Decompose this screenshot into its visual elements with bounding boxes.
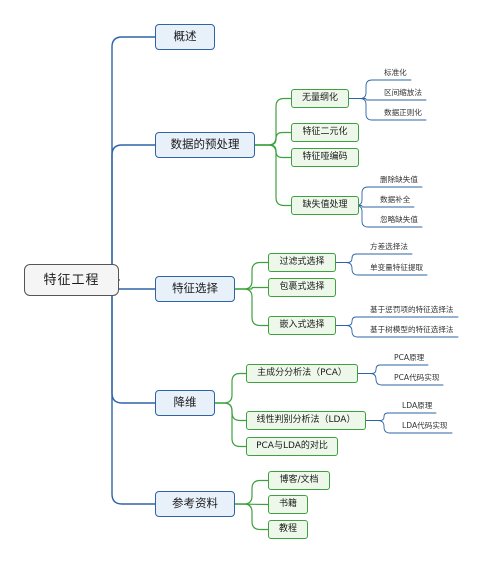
connector-node-wrapper-selection — [234, 286, 269, 290]
connector-leaf-univariate-extraction — [335, 262, 363, 276]
connector-leaf-pca-theory — [357, 364, 387, 374]
node-missing-values[interactable]: 缺失值处理 — [291, 196, 359, 215]
leaf-normalization[interactable]: 数据正则化 — [384, 108, 422, 118]
branch-overview[interactable]: 概述 — [155, 24, 215, 50]
connector-root-branch-dimensionality-reduction — [101, 279, 156, 404]
node-embedded-selection[interactable]: 嵌入式选择 — [268, 316, 336, 335]
connector-node-nondimensionalization — [254, 97, 292, 146]
connector-root-branch-overview — [101, 36, 156, 281]
connector-root-branch-preprocessing — [101, 144, 156, 281]
leaf-standardization[interactable]: 标准化 — [384, 68, 407, 78]
leaf-data-imputation[interactable]: 数据补全 — [380, 195, 411, 205]
connector-node-embedded-selection — [234, 288, 269, 327]
connector-leaf-variance-selection — [335, 253, 363, 263]
connector-leaf-penalty-based — [335, 316, 363, 326]
branch-feature-selection[interactable]: 特征选择 — [155, 276, 235, 302]
branch-references[interactable]: 参考资料 — [155, 491, 235, 517]
branch-dimensionality-reduction[interactable]: 降维 — [155, 390, 215, 416]
node-blogs-docs[interactable]: 博客/文档 — [268, 471, 330, 490]
node-tutorials[interactable]: 教程 — [268, 520, 308, 539]
leaf-tree-based[interactable]: 基于树模型的特征选择法 — [370, 325, 454, 335]
leaf-lda-code[interactable]: LDA代码实现 — [402, 421, 448, 431]
leaf-interval-scaling[interactable]: 区间缩放法 — [384, 88, 422, 98]
node-binarization[interactable]: 特征二元化 — [291, 123, 359, 142]
connector-leaf-tree-based — [335, 325, 363, 338]
node-lda[interactable]: 线性判别分析法（LDA） — [246, 411, 366, 430]
node-pca[interactable]: 主成分分析法（PCA） — [246, 364, 358, 383]
connector-node-pca — [214, 372, 247, 404]
leaf-ignore-missing[interactable]: 忽略缺失值 — [380, 215, 418, 225]
connector-root-branch-references — [101, 279, 156, 505]
node-wrapper-selection[interactable]: 包裹式选择 — [268, 278, 336, 297]
connector-leaf-normalization — [348, 98, 377, 121]
node-books[interactable]: 书籍 — [268, 495, 308, 514]
leaf-penalty-based[interactable]: 基于惩罚项的特征选择法 — [370, 305, 454, 315]
node-pca-vs-lda[interactable]: PCA与LDA的对比 — [246, 437, 338, 456]
branch-preprocessing[interactable]: 数据的预处理 — [155, 132, 255, 158]
connector-leaf-lda-theory — [365, 412, 395, 421]
connector-node-blogs-docs — [234, 479, 269, 505]
connector-leaf-lda-code — [365, 420, 395, 434]
connector-node-missing-values — [254, 144, 292, 207]
connector-leaf-pca-code — [357, 373, 387, 386]
node-dummy-encoding[interactable]: 特征哑编码 — [291, 148, 359, 167]
leaf-lda-theory[interactable]: LDA原理 — [402, 401, 433, 411]
connector-node-pca-vs-lda — [214, 402, 247, 448]
leaf-variance-selection[interactable]: 方差选择法 — [370, 242, 408, 252]
connector-leaf-standardization — [348, 79, 377, 99]
node-nondimensionalization[interactable]: 无量纲化 — [291, 89, 349, 108]
node-filter-selection[interactable]: 过滤式选择 — [268, 253, 336, 272]
root-node[interactable]: 特征工程 — [24, 264, 119, 296]
leaf-pca-theory[interactable]: PCA原理 — [394, 353, 425, 363]
connector-leaf-interval-scaling — [348, 98, 377, 101]
connector-node-filter-selection — [234, 261, 269, 290]
leaf-pca-code[interactable]: PCA代码实现 — [394, 373, 440, 383]
connector-node-tutorials — [234, 503, 269, 531]
leaf-univariate-extraction[interactable]: 单变量特征提取 — [370, 263, 424, 273]
leaf-delete-missing[interactable]: 删除缺失值 — [380, 175, 418, 185]
connector-leaf-data-imputation — [358, 205, 373, 208]
